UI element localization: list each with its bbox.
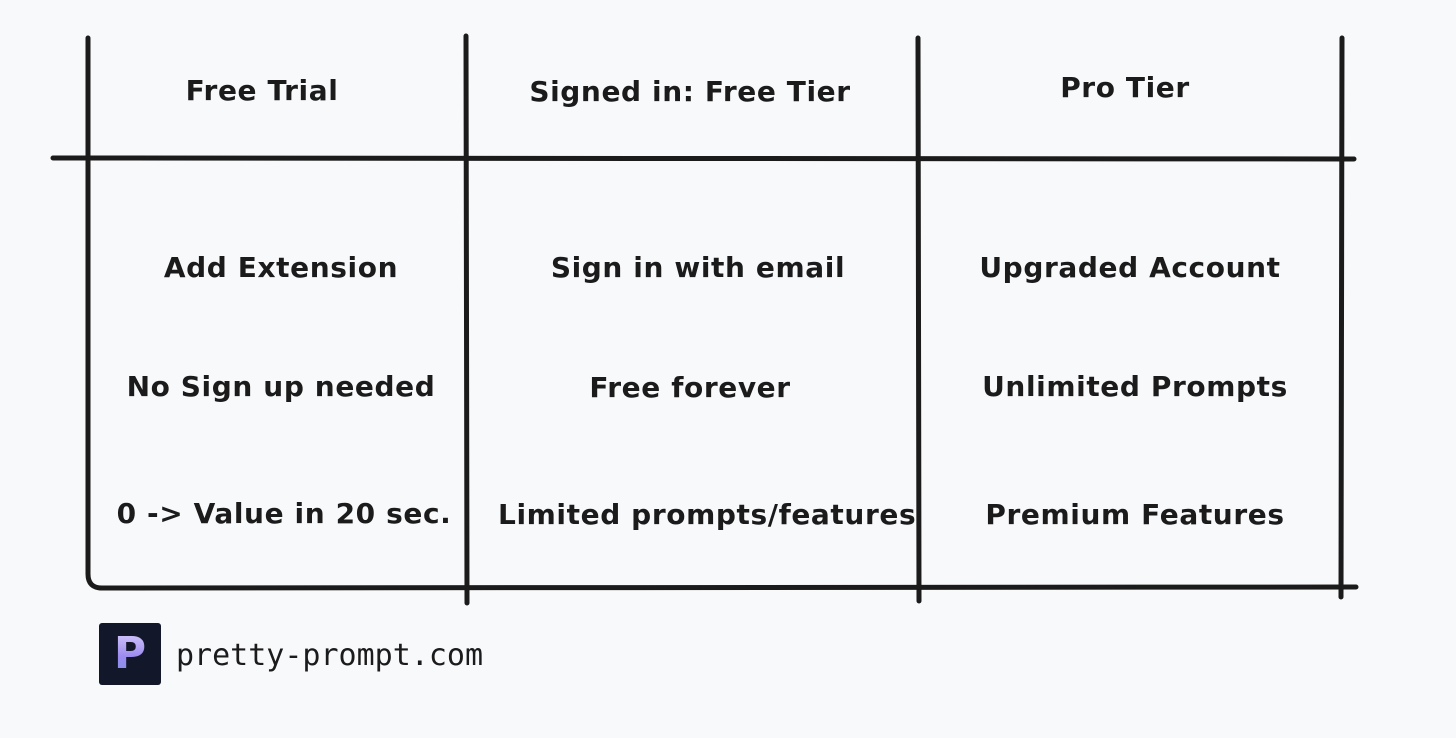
cell-free-trial-1: Add Extension	[163, 251, 399, 284]
grid-line-header	[50, 155, 1357, 162]
cell-pro-tier-1: Upgraded Account	[979, 251, 1281, 284]
cell-free-tier-1: Sign in with email	[550, 251, 846, 284]
cell-free-trial-2: No Sign up needed	[126, 370, 436, 403]
grid-line-right	[1338, 35, 1345, 600]
grid-line-divider-1	[463, 33, 470, 606]
cell-pro-tier-3: Premium Features	[985, 498, 1285, 531]
grid-line-divider-2	[915, 35, 922, 604]
header-free-tier: Signed in: Free Tier	[529, 75, 851, 108]
grid-line-bottom	[97, 584, 1359, 591]
cell-free-tier-2: Free forever	[589, 371, 791, 404]
cell-free-trial-3: 0 -> Value in 20 sec.	[116, 497, 452, 530]
cell-pro-tier-2: Unlimited Prompts	[982, 370, 1288, 403]
logo-letter: P	[113, 628, 147, 679]
header-pro-tier: Pro Tier	[1060, 71, 1190, 104]
header-free-trial: Free Trial	[185, 74, 339, 107]
brand-domain: pretty-prompt.com	[176, 638, 484, 673]
pretty-prompt-logo-icon: P	[99, 623, 161, 685]
cell-free-tier-3: Limited prompts/features	[498, 498, 917, 531]
